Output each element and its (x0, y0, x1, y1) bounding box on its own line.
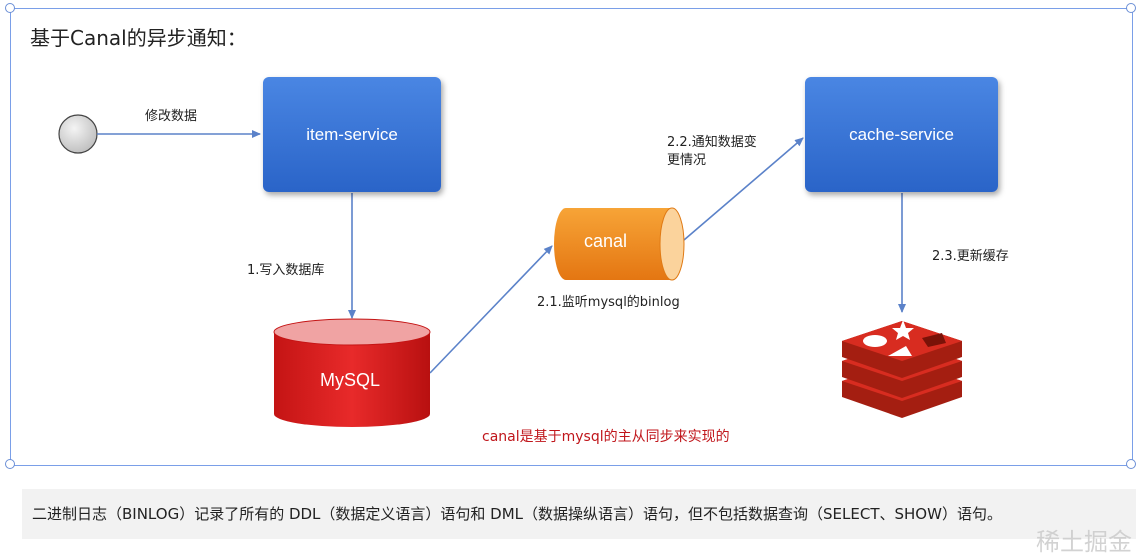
mysql-cylinder (273, 318, 431, 427)
resize-handle-top-left[interactable] (5, 3, 15, 13)
edge-label-update-cache: 2.3.更新缓存 (932, 249, 1009, 264)
watermark: 稀土掘金 (1036, 528, 1132, 556)
item-service-box: item-service (263, 77, 441, 192)
edge-label-notify-line2: 更情况 (667, 153, 707, 168)
resize-handle-bottom-left[interactable] (5, 459, 15, 469)
edge-label-write-db: 1.写入数据库 (247, 263, 325, 278)
edge-label-modify-data: 修改数据 (145, 109, 198, 124)
caption-text: 二进制日志（BINLOG）记录了所有的 DDL（数据定义语言）语句和 DML（数… (32, 505, 1002, 523)
edge-label-listen-binlog: 2.1.监听mysql的binlog (537, 295, 680, 310)
mysql-label: MySQL (320, 370, 381, 390)
arrow-mysql-to-canal (429, 245, 553, 374)
start-node (58, 114, 98, 154)
arrow-canal-to-cache (683, 137, 804, 241)
caption-bar: 二进制日志（BINLOG）记录了所有的 DDL（数据定义语言）语句和 DML（数… (22, 489, 1136, 539)
redis-icon (842, 320, 962, 418)
diagram-title: 基于Canal的异步通知： (30, 26, 247, 50)
canal-cylinder (554, 207, 685, 281)
cache-service-box: cache-service (805, 77, 998, 192)
canal-label: canal (584, 231, 628, 251)
canal-note: canal是基于mysql的主从同步来实现的 (482, 429, 730, 445)
edge-label-notify-line1: 2.2.通知数据变 (667, 135, 757, 150)
